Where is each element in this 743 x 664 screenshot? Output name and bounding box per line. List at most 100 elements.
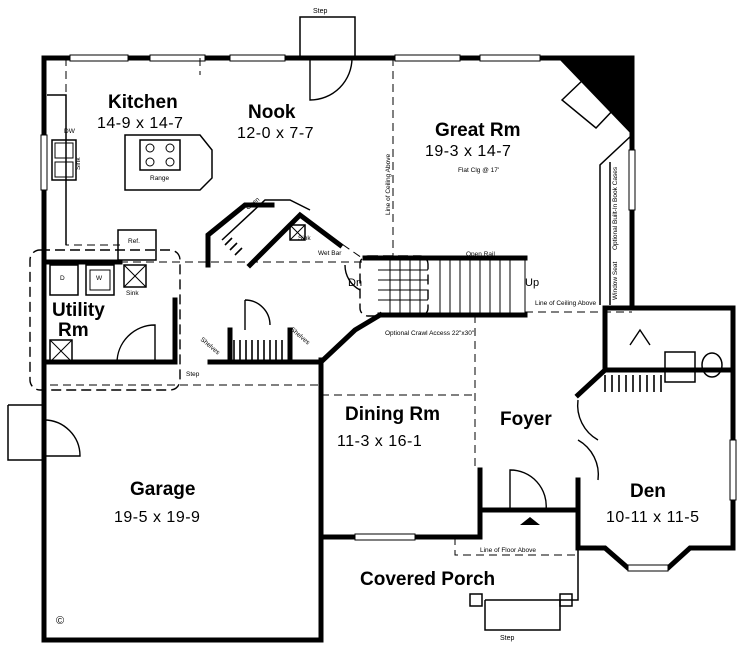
crawl-note: Optional Crawl Access 22"x30" <box>385 330 475 337</box>
wet-bar-sink <box>289 224 306 241</box>
up-note: Up <box>525 277 539 289</box>
room-labels: Kitchen 14-9 x 14-7 Nook 12-0 x 7-7 Grea… <box>52 92 699 590</box>
porch-step <box>484 600 561 631</box>
den-closet-shelves <box>604 375 662 392</box>
porch-post-2 <box>559 593 573 607</box>
interior-walls <box>7 202 736 551</box>
kitchen-dims: 14-9 x 14-7 <box>97 115 183 132</box>
utility-name-2: Rm <box>58 320 89 341</box>
stair-treads-dn <box>378 258 428 315</box>
porch-name: Covered Porch <box>360 569 495 590</box>
den-wall <box>575 305 736 571</box>
stair-dash <box>299 214 366 261</box>
kitchen-island <box>124 134 213 191</box>
window-great-right <box>628 149 636 211</box>
garage-dims: 19-5 x 19-9 <box>114 509 200 526</box>
ceiling-line-v-note: Line of Ceiling Above <box>385 154 392 215</box>
den-dims: 10-11 x 11-5 <box>606 509 699 526</box>
garage-south-wall <box>41 357 324 643</box>
sink-note: Sink <box>75 157 82 170</box>
step-utility-note: Step <box>186 371 200 378</box>
garage-name: Garage <box>130 479 195 500</box>
burner-4 <box>165 157 175 167</box>
window-kitchen-top-2 <box>149 54 206 62</box>
window-den-right <box>729 439 737 501</box>
garage-side-door-frame <box>7 404 44 461</box>
angled-wall-left <box>205 202 275 268</box>
fireplace-hearth <box>558 58 632 135</box>
washer <box>85 264 115 296</box>
window-nook-top <box>229 54 286 62</box>
floor-above-line <box>454 537 578 556</box>
burner-1 <box>145 143 155 153</box>
washer-note: W <box>96 275 103 282</box>
top-step-outline <box>299 16 356 58</box>
sink-basin-1 <box>54 142 74 159</box>
window-great-top-2 <box>479 54 541 62</box>
utility-cabinet-x <box>49 339 73 363</box>
doors <box>43 57 600 511</box>
window-left-sink <box>40 134 48 191</box>
dryer-note: D <box>60 275 65 282</box>
bookcase-angle <box>599 134 633 305</box>
porch-post-1 <box>469 593 483 607</box>
sink-basin-2 <box>54 161 74 178</box>
step-top-note: Step <box>313 8 328 15</box>
wet-bar-note: Wet Bar <box>318 250 342 257</box>
nook-dims: 12-0 x 7-7 <box>237 125 314 142</box>
range-note: Range <box>150 175 170 182</box>
stair-treads-up <box>439 258 511 315</box>
window-kitchen-top <box>69 54 129 62</box>
front-door <box>509 469 547 511</box>
bath-door <box>629 328 651 346</box>
kitchen-fixtures <box>47 94 311 261</box>
den-door-1 <box>576 399 599 441</box>
range <box>139 139 181 171</box>
nook-name: Nook <box>248 102 296 123</box>
stair-closet-door <box>344 264 361 291</box>
utility-garage-door <box>116 324 156 364</box>
bookcase-note: Optional Built-In Book Cases <box>612 166 619 250</box>
dining-south-wall <box>318 507 483 540</box>
porch-outline <box>320 537 579 640</box>
utility-sink-note: Sink <box>126 290 139 297</box>
garage-side-door <box>43 419 81 457</box>
stair-outline <box>359 255 429 317</box>
pantry-door <box>244 299 271 330</box>
window-seat-note: Window Seat <box>612 262 619 300</box>
great-room-dims: 19-3 x 14-7 <box>425 143 511 160</box>
copyright-mark: © <box>56 615 64 627</box>
stairs <box>378 258 526 315</box>
foyer-name: Foyer <box>500 409 552 430</box>
den-door-2 <box>577 439 600 481</box>
vanity <box>664 351 696 383</box>
ref-note: Ref. <box>128 238 140 245</box>
utility-fixtures <box>49 264 147 363</box>
utility-sink-x <box>123 264 147 288</box>
utility-name-1: Utility <box>52 300 105 321</box>
floor-above-note: Line of Floor Above <box>480 547 536 554</box>
pantry-shelves <box>233 340 283 360</box>
utility-cabinet <box>49 339 73 363</box>
den-name: Den <box>630 481 666 502</box>
burner-2 <box>165 143 175 153</box>
dining-room-name: Dining Rm <box>345 404 440 425</box>
window-great-top <box>394 54 461 62</box>
stair-left-wall <box>317 311 384 366</box>
wet-sink-note: Sink <box>298 235 311 242</box>
dryer <box>49 264 79 296</box>
window-den-bay <box>627 564 669 572</box>
kitchen-cabinet-upper <box>65 58 120 246</box>
flat-clg-note: Flat Clg @ 17' <box>458 167 499 174</box>
sink <box>51 139 77 181</box>
kitchen-name: Kitchen <box>108 92 178 113</box>
nook-door <box>309 57 353 101</box>
great-room-name: Great Rm <box>435 120 521 141</box>
open-rail-note: Open Rail <box>466 251 495 258</box>
washer-inner <box>89 269 111 291</box>
step-porch-note: Step <box>500 635 515 642</box>
kitchen-pantry-shelves <box>224 237 243 256</box>
dining-room-dims: 11-3 x 16-1 <box>337 433 422 450</box>
foyer-front-wall <box>477 507 581 551</box>
